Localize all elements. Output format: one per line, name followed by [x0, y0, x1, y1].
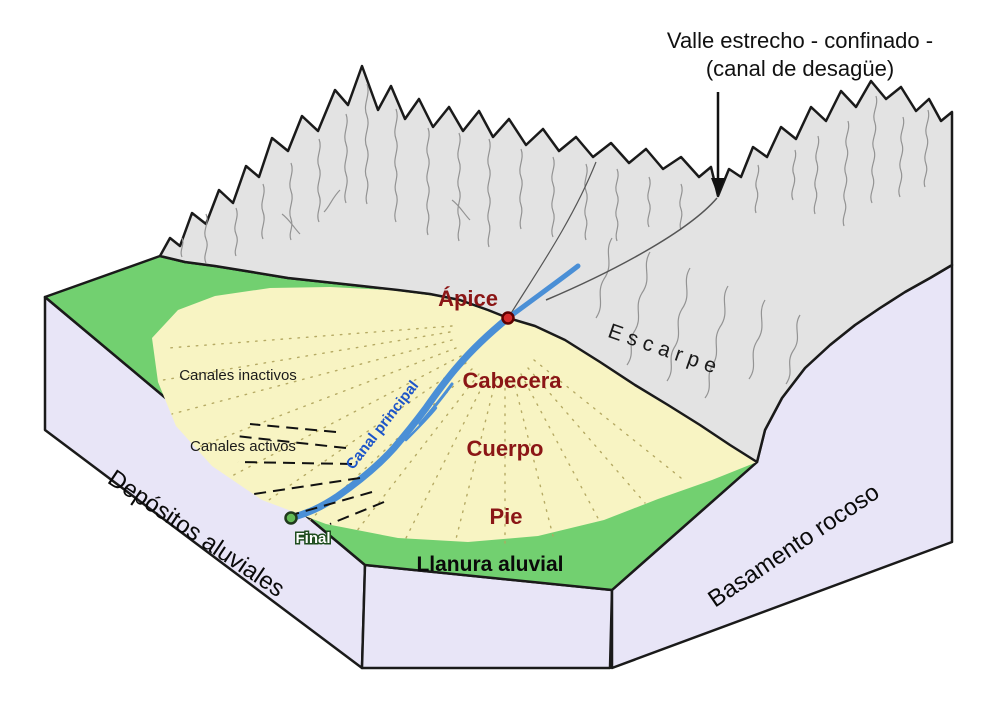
mountain-range	[158, 64, 954, 464]
label-cabecera: Cabecera	[462, 368, 562, 393]
label-canales-inactivos: Canales inactivos	[179, 367, 297, 384]
callout-arrow-head	[711, 178, 725, 196]
callout-line2: (canal de desagüe)	[706, 56, 894, 81]
fan-zone-labels: Ápice Cabecera Cuerpo Pie	[438, 286, 562, 529]
channel-braid-1	[418, 382, 454, 426]
apex-dot	[501, 311, 515, 325]
label-canales-activos: Canales activos	[190, 438, 296, 455]
label-cuerpo: Cuerpo	[467, 436, 544, 461]
fan-inactive-channel-dots	[162, 325, 687, 544]
fan-active-channel-dashes	[235, 423, 385, 525]
channel-upstream	[505, 263, 581, 321]
alluvial-fan-surface	[152, 287, 757, 542]
channel-main-course	[287, 314, 512, 522]
label-apice: Ápice	[438, 286, 498, 311]
channel-braid-2	[404, 406, 438, 442]
label-pie: Pie	[489, 504, 522, 529]
callout-line1: Valle estrecho - confinado -	[667, 28, 933, 53]
main-channel	[287, 263, 581, 522]
valley-callout: Valle estrecho - confinado - (canal de d…	[667, 28, 933, 196]
bedrock-block	[43, 263, 954, 670]
label-final: Final	[295, 530, 330, 547]
mountain-drainage-lines	[180, 83, 930, 399]
label-llanura-aluvial: Llanura aluvial	[416, 553, 563, 576]
valley-crease-lines	[509, 161, 718, 316]
final-dot	[284, 511, 298, 525]
